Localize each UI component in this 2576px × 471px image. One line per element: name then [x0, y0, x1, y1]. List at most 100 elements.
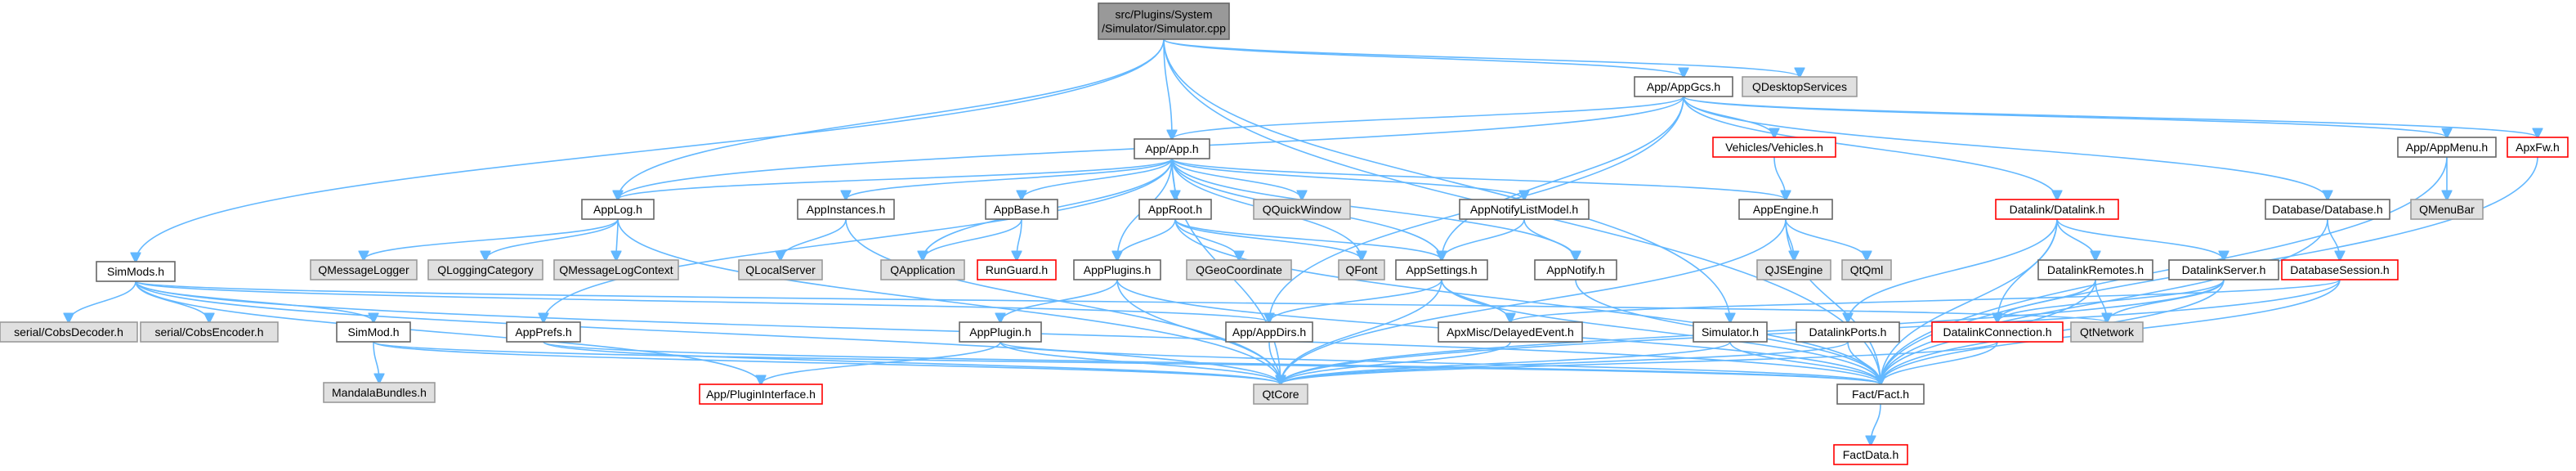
node-label-simmods: SimMods.h: [107, 265, 164, 278]
node-box-cobsdecoder: [0, 321, 138, 343]
node-qmessagelogctx: QMessageLogContext: [553, 259, 679, 280]
node-box-appsettings: [1395, 259, 1488, 280]
edge-root-to-appapp: [1163, 38, 1172, 139]
node-box-qjsengine: [1756, 259, 1831, 280]
node-qmenubar: QMenuBar: [2410, 199, 2484, 220]
edge-appbase-to-runguard: [1017, 218, 1022, 260]
node-label-appbase: AppBase.h: [994, 203, 1050, 216]
node-appplugins[interactable]: AppPlugins.h: [1073, 259, 1161, 280]
node-label-qapplication: QApplication: [890, 263, 955, 276]
node-datalinkconn[interactable]: DatalinkConnection.h: [1931, 321, 2064, 343]
edge-dbsession-to-delayedevent: [1510, 279, 2341, 322]
edge-approot-to-qfont: [1174, 218, 1362, 260]
node-appinstances[interactable]: AppInstances.h: [797, 199, 895, 220]
node-label-qmessagelogctx: QMessageLogContext: [559, 263, 673, 276]
node-plugininterface[interactable]: App/PluginInterface.h: [699, 384, 823, 405]
node-box-dbsession: [2281, 259, 2399, 280]
node-label-vehicles: Vehicles/Vehicles.h: [1725, 141, 1823, 154]
node-box-qapplication: [880, 259, 965, 280]
node-box-factfact: [1836, 384, 1925, 405]
node-root: src/Plugins/System/Simulator/Simulator.c…: [1098, 2, 1230, 40]
node-appplugin[interactable]: AppPlugin.h: [959, 321, 1042, 343]
node-qgeocoord: QGeoCoordinate: [1186, 259, 1292, 280]
edge-applog-to-qloggingcat: [485, 218, 619, 260]
node-cobsencoder: serial/CobsEncoder.h: [140, 321, 279, 343]
node-qjsengine: QJSEngine: [1756, 259, 1831, 280]
node-box-database: [2265, 199, 2390, 220]
node-label-appnotifylist: AppNotifyListModel.h: [1470, 203, 1578, 216]
node-appsettings[interactable]: AppSettings.h: [1395, 259, 1488, 280]
node-database[interactable]: Database/Database.h: [2265, 199, 2390, 220]
node-box-datalinkremotes: [2037, 259, 2153, 280]
node-appengine[interactable]: AppEngine.h: [1738, 199, 1833, 220]
node-appdirs[interactable]: App/AppDirs.h: [1225, 321, 1313, 343]
node-datalink[interactable]: Datalink/Datalink.h: [1995, 199, 2119, 220]
node-box-qmenubar: [2410, 199, 2484, 220]
node-simulatorh[interactable]: Simulator.h: [1693, 321, 1768, 343]
edge-simmods-to-plugininterface: [135, 280, 761, 384]
edge-appapp-to-appnotifylist: [1171, 158, 1524, 200]
node-label-plugininterface: App/PluginInterface.h: [706, 388, 816, 401]
edge-appgcs-to-datalink: [1683, 96, 2057, 200]
edge-root-to-qdesktop: [1163, 38, 1800, 77]
node-label-root: src/Plugins/System: [1115, 8, 1212, 21]
edge-appgcs-to-appmenu: [1683, 96, 2447, 137]
node-appnotify[interactable]: AppNotify.h: [1534, 259, 1617, 280]
edge-datalink-to-datalinkserver: [2056, 218, 2224, 260]
node-box-datalink: [1995, 199, 2119, 220]
node-box-qmessagelogger: [310, 259, 418, 280]
node-label-database: Database/Database.h: [2272, 203, 2382, 216]
edge-root-to-appgcs: [1163, 38, 1684, 77]
node-box-qgeocoord: [1186, 259, 1292, 280]
node-appprefs[interactable]: AppPrefs.h: [506, 321, 581, 343]
edge-database-to-dbsession: [2327, 218, 2340, 260]
node-box-qtcore: [1253, 384, 1308, 405]
node-label-appplugins: AppPlugins.h: [1084, 263, 1152, 276]
node-dbsession[interactable]: DatabaseSession.h: [2281, 259, 2399, 280]
node-label-appsettings: AppSettings.h: [1406, 263, 1477, 276]
node-label-cobsdecoder: serial/CobsDecoder.h: [14, 325, 123, 339]
node-label-datalink: Datalink/Datalink.h: [2010, 203, 2105, 216]
node-datalinkports[interactable]: DatalinkPorts.h: [1796, 321, 1900, 343]
node-label-approot: AppRoot.h: [1148, 203, 1202, 216]
edge-simmods-to-appdirs: [135, 280, 1269, 322]
node-simmods[interactable]: SimMods.h: [96, 261, 176, 282]
node-appnotifylist[interactable]: AppNotifyListModel.h: [1459, 199, 1590, 220]
edge-appbase-to-qapplication: [923, 218, 1022, 260]
node-label-qtqml: QtQml: [1850, 263, 1883, 276]
node-label-appengine: AppEngine.h: [1753, 203, 1818, 216]
node-box-runguard: [977, 259, 1057, 280]
node-apxfw[interactable]: ApxFw.h: [2507, 137, 2569, 158]
node-label-datalinkremotes: DatalinkRemotes.h: [2047, 263, 2144, 276]
node-qfont: QFont: [1338, 259, 1385, 280]
node-label-qquickwindow: QQuickWindow: [1263, 203, 1342, 216]
node-qlocalserver: QLocalServer: [738, 259, 823, 280]
node-label-datalinkserver: DatalinkServer.h: [2182, 263, 2266, 276]
node-datalinkserver[interactable]: DatalinkServer.h: [2168, 259, 2279, 280]
node-label-runguard: RunGuard.h: [986, 263, 1048, 276]
node-box-plugininterface: [699, 384, 823, 405]
node-appmenu[interactable]: App/AppMenu.h: [2397, 137, 2497, 158]
edge-datalinkconn-to-factfact: [1881, 341, 1998, 384]
node-datalinkremotes[interactable]: DatalinkRemotes.h: [2037, 259, 2153, 280]
node-label-appplugin: AppPlugin.h: [969, 325, 1031, 339]
edge-appnotifylist-to-appnotify: [1523, 218, 1576, 260]
node-vehicles[interactable]: Vehicles/Vehicles.h: [1712, 137, 1836, 158]
node-applog[interactable]: AppLog.h: [581, 199, 655, 220]
node-appapp[interactable]: App/App.h: [1134, 138, 1210, 159]
node-delayedevent[interactable]: ApxMisc/DelayedEvent.h: [1438, 321, 1583, 343]
node-appgcs[interactable]: App/AppGcs.h: [1634, 76, 1733, 97]
node-runguard[interactable]: RunGuard.h: [977, 259, 1057, 280]
node-mandala: MandalaBundles.h: [323, 382, 436, 403]
node-label-datalinkconn: DatalinkConnection.h: [1943, 325, 2051, 339]
node-label-qloggingcat: QLoggingCategory: [437, 263, 534, 276]
node-approot[interactable]: AppRoot.h: [1138, 199, 1212, 220]
node-box-datalinkconn: [1931, 321, 2064, 343]
node-appbase[interactable]: AppBase.h: [985, 199, 1058, 220]
node-label-factdata: FactData.h: [1843, 448, 1898, 461]
node-label-apxfw: ApxFw.h: [2516, 141, 2560, 154]
edge-appplugin-to-plugininterface: [761, 341, 1001, 384]
node-simmod[interactable]: SimMod.h: [336, 321, 411, 343]
node-factfact[interactable]: Fact/Fact.h: [1836, 384, 1925, 405]
node-factdata[interactable]: FactData.h: [1833, 444, 1908, 465]
